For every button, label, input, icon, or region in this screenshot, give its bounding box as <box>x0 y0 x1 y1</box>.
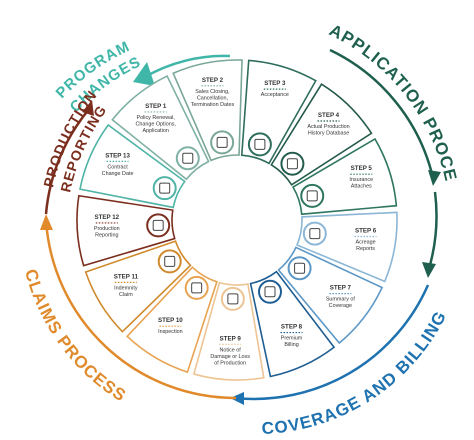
step-description-line: Actual Production <box>307 124 349 130</box>
clipboard-icon-glyph <box>294 262 306 274</box>
step-description-line: Acceptance <box>261 92 289 98</box>
step-title: STEP 12 <box>94 214 119 221</box>
step-title: STEP 1 <box>145 103 167 110</box>
money-icon-glyph <box>164 255 176 267</box>
step-description-line: Change Date <box>102 171 134 177</box>
step-title: STEP 9 <box>220 335 242 342</box>
step-description-line: Cancellation, <box>197 95 229 101</box>
map-icon <box>302 221 327 246</box>
step-description-line: Change Options, <box>135 121 176 127</box>
step-description-line: Policy Renewal, <box>137 115 176 121</box>
step-description-line: Summary of <box>326 297 356 303</box>
magnifier-icon-glyph <box>191 282 203 294</box>
contract-icon-glyph <box>159 182 171 194</box>
step-description-line: Sales Closing, <box>195 89 230 95</box>
step-wedge <box>76 194 176 267</box>
step-description-line: Billing <box>284 342 298 348</box>
pen-icon <box>220 286 245 311</box>
coverage-billing-arrowhead <box>230 392 244 405</box>
step-labels: STEP 1 Policy Renewal,Change Options,Appl… <box>94 77 377 366</box>
step-description-line: Attaches <box>351 184 372 190</box>
coverage-billing-arrow <box>234 284 430 401</box>
calendar-icon-glyph <box>216 136 228 148</box>
application-process-arrowhead-2 <box>422 262 436 278</box>
step-description-line: of Production <box>214 360 246 366</box>
step-title: STEP 6 <box>355 227 377 234</box>
production-reporting-arrowhead <box>82 100 94 116</box>
step-description-line: Damage or Loss <box>210 354 250 360</box>
pen-icon-glyph <box>227 293 239 305</box>
step-title: STEP 7 <box>330 285 352 292</box>
step-description-line: Inspection <box>158 329 183 335</box>
clipboard-icon <box>287 256 312 281</box>
application-process-arrowhead <box>428 170 441 186</box>
step-description-line: Claim <box>119 292 133 298</box>
report-icon <box>146 213 171 238</box>
step-wedge <box>192 281 265 381</box>
step-description-line: Contract <box>107 164 128 170</box>
step-icons <box>146 130 327 311</box>
step-description-line: Premium <box>281 336 303 342</box>
step-description-line: Coverage <box>329 303 352 309</box>
step-description-line: Termination Dates <box>191 102 235 108</box>
production-reporting-arrow <box>44 107 91 215</box>
step-description-line: Application <box>143 128 169 134</box>
claims-process-arrowhead <box>40 214 53 230</box>
step-description-line: History Database <box>308 130 349 136</box>
tractor-icon-glyph <box>286 158 298 170</box>
money-icon <box>157 249 182 274</box>
step-title: STEP 5 <box>351 165 373 172</box>
step-description-line: Reporting <box>95 232 118 238</box>
handshake-icon <box>247 132 272 157</box>
document-icon <box>175 146 200 171</box>
step-description-line: Production <box>94 226 120 232</box>
step-description-line: Reports <box>356 246 375 252</box>
handshake-icon-glyph <box>254 138 266 150</box>
document-icon-glyph <box>182 152 194 164</box>
application-process-arrow <box>329 48 435 179</box>
magnifier-icon <box>184 275 209 300</box>
step-title: STEP 3 <box>264 80 286 87</box>
step-description-line: Insurance <box>349 177 373 183</box>
step-title: STEP 10 <box>158 317 183 324</box>
box-icon-glyph <box>264 286 276 298</box>
step-title: STEP 2 <box>202 77 224 84</box>
step-description-line: Notice of <box>220 347 242 353</box>
step-title: STEP 4 <box>318 112 340 119</box>
program-changes-arrowhead <box>133 62 155 86</box>
contract-icon <box>152 176 177 201</box>
tractor-icon <box>280 151 305 176</box>
map-icon-glyph <box>309 228 321 240</box>
application-process-arrow-2 <box>426 191 438 273</box>
step-title: STEP 11 <box>114 273 139 280</box>
step-title: STEP 13 <box>105 152 130 159</box>
step-description-line: Acreage <box>356 239 376 245</box>
target-icon <box>300 183 325 208</box>
step-description-line: Indemnity <box>114 285 138 291</box>
phase-arrows <box>40 48 441 405</box>
target-icon-glyph <box>306 190 318 202</box>
claims-process-arrow <box>44 219 237 400</box>
step-title: STEP 8 <box>281 324 303 331</box>
box-icon <box>258 279 283 304</box>
calendar-icon <box>210 130 235 155</box>
report-icon-glyph <box>152 219 164 231</box>
step-wedges <box>76 59 398 381</box>
